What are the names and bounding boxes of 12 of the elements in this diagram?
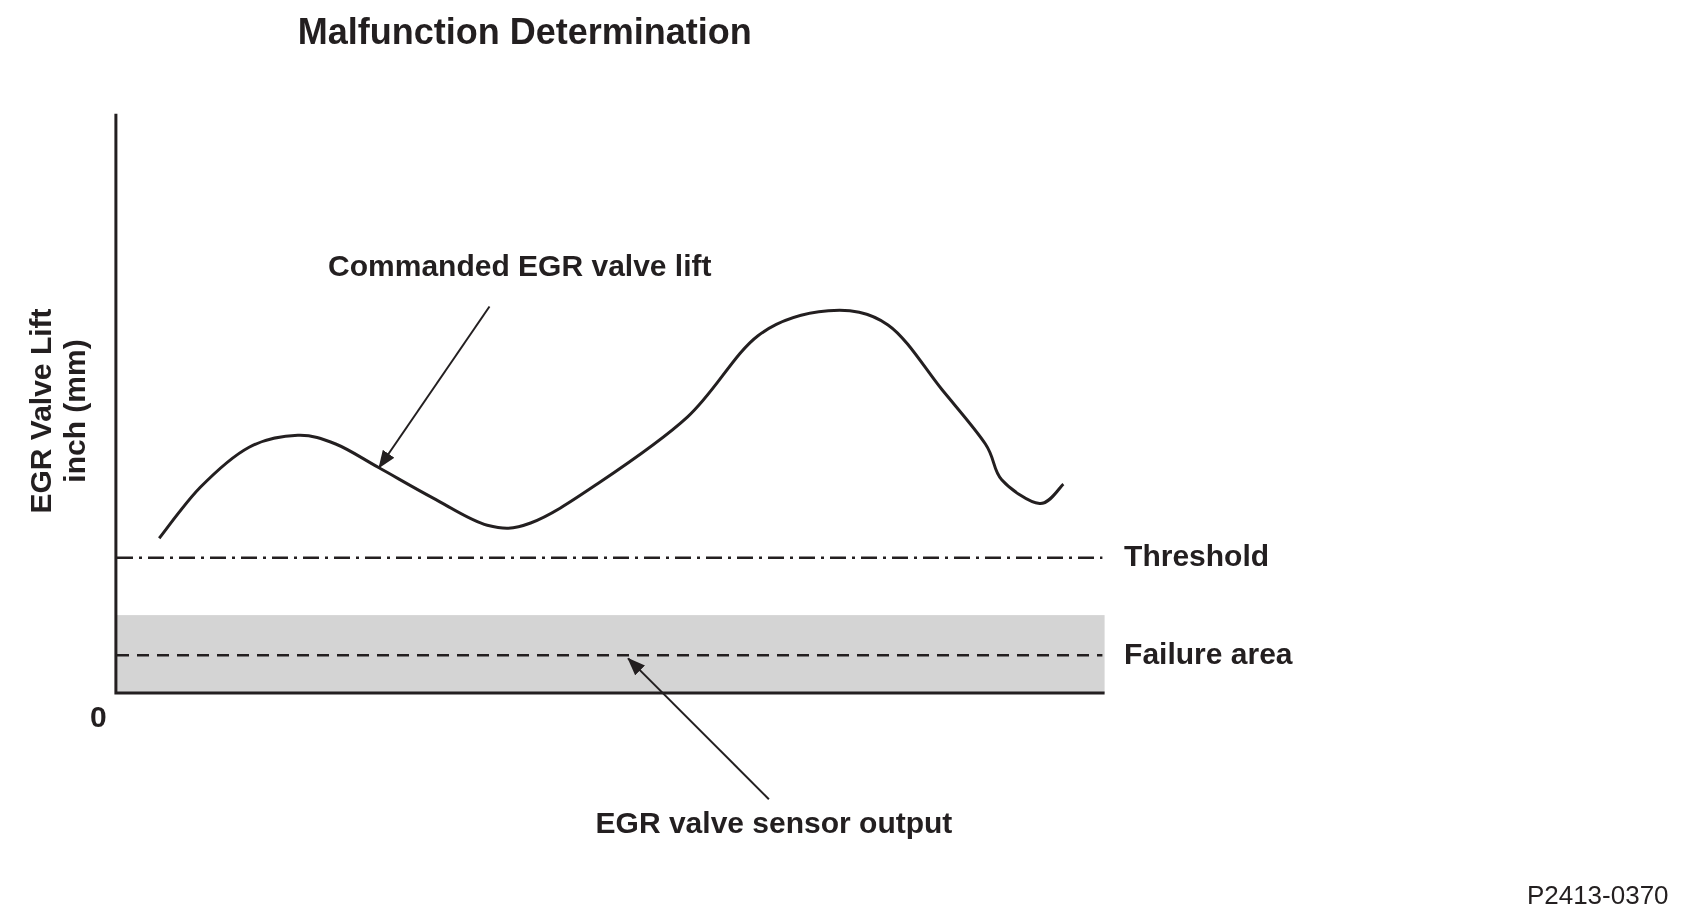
threshold-label: Threshold [1124,538,1270,575]
axis-origin-label: 0 [89,698,107,735]
commanded-lift-curve [158,308,1065,540]
callout-text: EGR valve sensor output [595,804,953,841]
failure-area-label: Failure area [1124,635,1293,672]
sensor-output-line [117,653,1103,657]
callout-text: Commanded EGR valve lift [328,248,712,284]
axis-title: EGR Valve Lift inch (mm) [23,307,92,516]
leader-arrow [627,657,770,801]
figure-code: P2413-0370 [1526,879,1669,912]
chart-title: Malfunction Determination [297,10,752,53]
leader-arrow [378,305,491,469]
